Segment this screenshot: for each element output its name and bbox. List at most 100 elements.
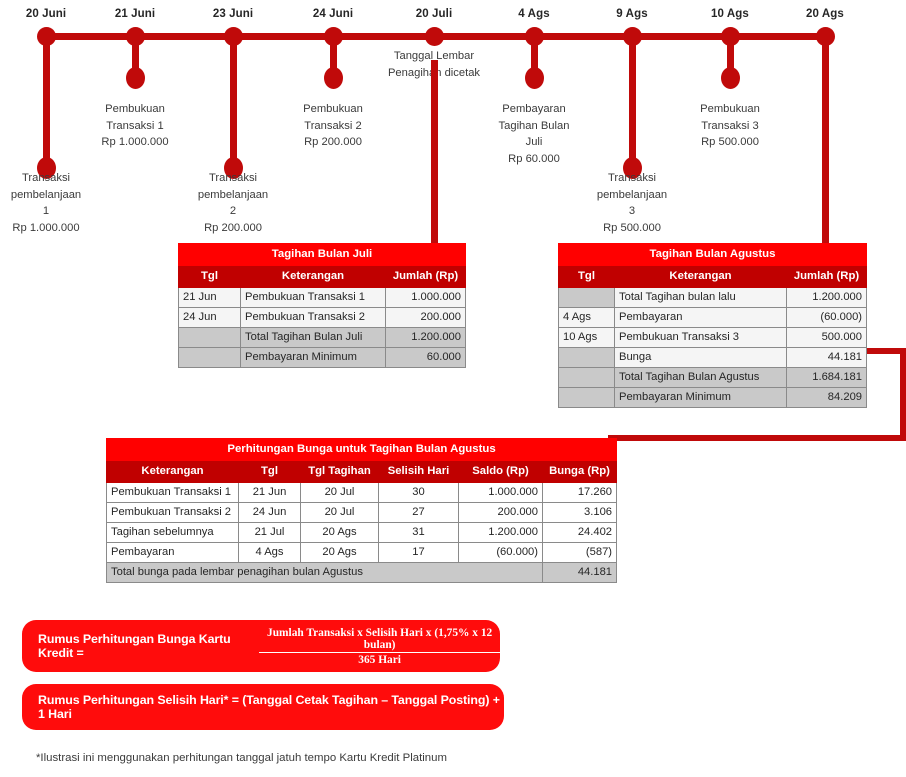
- cell-tgl: [558, 387, 615, 408]
- cell-keterangan: Total Tagihan Bulan Juli: [240, 327, 386, 348]
- timeline-node-marker[interactable]: [815, 27, 835, 46]
- cell-keterangan: Pembayaran Minimum: [614, 387, 787, 408]
- timeline-event-label-line: Transaksi: [607, 172, 657, 184]
- formula-interest-label: Rumus Perhitungan Bunga Kartu Kredit =: [38, 632, 231, 660]
- cell-keterangan: Pembukuan Transaksi 2: [106, 502, 239, 523]
- timeline-event-label-line: pembelanjaan: [596, 188, 668, 201]
- timeline-event-label-line: Transaksi 1: [106, 119, 164, 132]
- timeline-stem-dot: [622, 157, 642, 179]
- table-agustus-col-tgl: Tgl: [558, 265, 615, 288]
- cell-jumlah: (60.000): [785, 307, 868, 328]
- timeline-stem: [726, 36, 734, 78]
- timeline-event-label-line: Rp 1.000.000: [12, 221, 80, 234]
- timeline-date-label: 20 Juli: [415, 8, 453, 20]
- table-bunga-col-saldo: Saldo (Rp): [458, 460, 543, 483]
- table-bunga-col-tgl-tagihan: Tgl Tagihan: [300, 460, 379, 483]
- timeline-stem-dot: [36, 157, 56, 179]
- timeline-event-label-line: Rp 500.000: [603, 221, 661, 234]
- cell-keterangan: Pembukuan Transaksi 1: [106, 482, 239, 503]
- cell-tgl-tagihan: 20 Ags: [300, 522, 379, 543]
- cell-tgl: 4 Ags: [558, 307, 615, 328]
- table-agustus-col-keterangan: Keterangan: [614, 265, 787, 288]
- timeline-date-label: 20 Ags: [806, 8, 844, 20]
- timeline-event-label-line: Rp 1.000.000: [101, 136, 169, 148]
- timeline-event-label-line: Rp 200.000: [304, 136, 362, 148]
- cell-tgl: [558, 347, 615, 368]
- cell-tgl: 24 Jun: [238, 502, 301, 523]
- formula-interest-denominator: 365 Hari: [358, 653, 401, 666]
- timeline-stem: [628, 36, 636, 168]
- cell-selisih-hari: 31: [378, 522, 459, 543]
- timeline-event-label-line: pembelanjaan: [197, 188, 269, 201]
- cell-keterangan: Bunga: [614, 347, 787, 368]
- table-agustus-header-row: Tgl Keterangan Jumlah (Rp): [558, 265, 868, 288]
- timeline-event-label: Transaksi pembelanjaan 3 Rp 500.000: [569, 170, 695, 236]
- cell-keterangan: Total Tagihan bulan lalu: [614, 287, 787, 308]
- cell-saldo: 1.200.000: [458, 522, 543, 543]
- cell-tgl: 10 Ags: [558, 327, 615, 348]
- cell-keterangan: Total Tagihan Bulan Agustus: [614, 367, 787, 388]
- table-agustus-col-jumlah: Jumlah (Rp): [785, 265, 868, 288]
- cell-tgl: [558, 287, 615, 308]
- timeline-event-label-line: Transaksi 2: [304, 119, 362, 132]
- timeline-event-label-line: Pembukuan: [105, 103, 165, 115]
- table-bunga-col-tgl: Tgl: [238, 460, 301, 483]
- timeline-stem-dot: [323, 67, 343, 89]
- timeline-date-label: 24 Juni: [312, 8, 354, 20]
- cell-saldo: (60.000): [458, 542, 543, 563]
- timeline-date-label: 20 Juni: [25, 8, 67, 20]
- cell-tgl: 21 Jul: [238, 522, 301, 543]
- timeline-event-label-line: 2: [229, 205, 237, 217]
- timeline-event-label-line: Juli: [525, 136, 543, 148]
- timeline-event-label-line: Transaksi: [21, 172, 71, 184]
- timeline-stem-dot: [524, 67, 544, 89]
- timeline-stem-dot: [720, 67, 740, 89]
- timeline-event-label-line: Rp 60.000: [508, 152, 560, 165]
- cell-keterangan: Tagihan sebelumnya: [106, 522, 239, 543]
- timeline-event-label-line: Tanggal Lembar: [393, 50, 475, 62]
- timeline-event-label-line: Pembukuan: [700, 103, 760, 115]
- connector-bunga-vertical: [900, 348, 906, 441]
- table-bunga-col-selisih-hari: Selisih Hari: [378, 460, 459, 483]
- table-bunga-total-label: Total bunga pada lembar penagihan bulan …: [106, 562, 543, 583]
- cell-jumlah: 44.181: [785, 347, 868, 368]
- cell-saldo: 1.000.000: [458, 482, 543, 503]
- cell-jumlah: 84.209: [785, 387, 868, 408]
- cell-tgl: 21 Jun: [238, 482, 301, 503]
- timeline-stem: [329, 36, 337, 78]
- timeline-event-label-line: Transaksi 3: [701, 119, 759, 132]
- cell-bunga: (587): [541, 542, 618, 563]
- connector-agustus-vertical: [822, 42, 829, 243]
- cell-tgl-tagihan: 20 Jul: [300, 502, 379, 523]
- cell-keterangan: Pembukuan Transaksi 1: [240, 287, 386, 308]
- table-juli-header-row: Tgl Keterangan Jumlah (Rp): [178, 265, 466, 288]
- table-bunga-title: Perhitungan Bunga untuk Tagihan Bulan Ag…: [105, 438, 618, 461]
- cell-keterangan: Pembukuan Transaksi 3: [614, 327, 787, 348]
- table-juli-title: Tagihan Bulan Juli: [178, 243, 466, 266]
- cell-jumlah: 1.000.000: [385, 287, 466, 308]
- timeline-event-label-line: 3: [628, 205, 636, 217]
- cell-tgl: [558, 367, 615, 388]
- cell-jumlah: 60.000: [385, 347, 466, 368]
- formula-interest-fraction: Jumlah Transaksi x Selisih Hari x (1,75%…: [259, 627, 500, 666]
- timeline-event-label-line: Tagihan Bulan: [498, 119, 570, 132]
- timeline-node-marker[interactable]: [424, 27, 444, 46]
- cell-tgl: 24 Jun: [178, 307, 241, 328]
